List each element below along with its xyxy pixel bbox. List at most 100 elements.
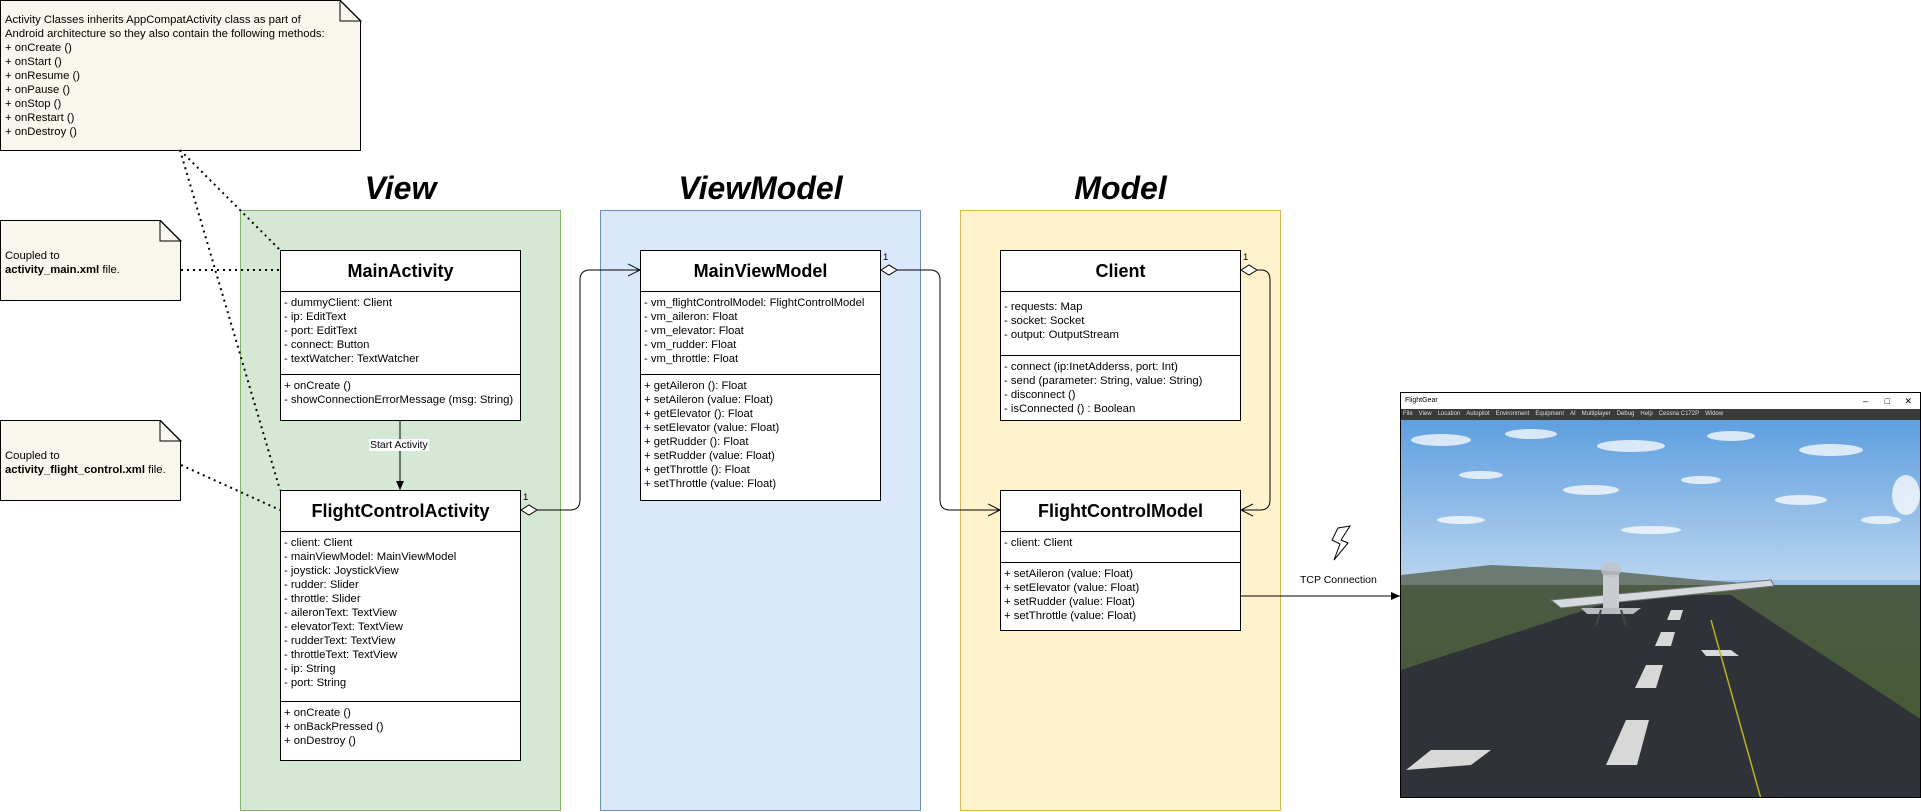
aggregation-diamond <box>880 264 898 276</box>
class-method: + onCreate () <box>284 707 351 719</box>
flightgear-menubar: File View Location Autopilot Environment Equi… <box>1401 409 1920 420</box>
class-method: + onCreate () <box>284 380 351 392</box>
client-class[interactable]: Client - requests: Map - socket: Socket - … <box>1000 250 1241 421</box>
maximize-icon[interactable]: □ <box>1884 396 1890 406</box>
runway-centerline-yellow <box>1710 619 1762 797</box>
main-view-model-class[interactable]: MainViewModel - vm_flightControlModel: F… <box>640 250 881 501</box>
note-fold <box>339 0 362 22</box>
class-attribute: - throttleText: TextView <box>284 649 398 661</box>
class-method: - send (parameter: String, value: String… <box>1004 375 1203 387</box>
model-title: Model <box>1074 170 1167 206</box>
activity-lifecycle-note[interactable]: Activity Classes inherits AppCompatActiv… <box>0 0 361 151</box>
class-attribute: - ip: EditText <box>284 311 347 323</box>
class-method: + getThrottle (): Float <box>644 464 750 476</box>
class-method: + getAileron (): Float <box>644 380 747 392</box>
class-name: MainActivity <box>281 251 520 292</box>
flight-control-activity-class[interactable]: FlightControlActivity - client: Client- … <box>280 490 521 761</box>
viewmodel-to-flight-model <box>896 269 1000 510</box>
note-line: + onCreate () <box>5 42 72 54</box>
class-method: + setElevator (value: Float) <box>1004 582 1140 594</box>
flight-xml-suffix: file. <box>145 464 166 476</box>
class-methods: - connect (ip:InetAdderss, port: Int) - s… <box>1001 355 1240 420</box>
flightgear-window[interactable]: FlightGear – □ ✕ File View Location Autopil… <box>1400 392 1921 798</box>
class-name: Client <box>1001 251 1240 292</box>
menu-item[interactable]: Help <box>1640 411 1653 417</box>
menu-item[interactable]: Equipment <box>1535 411 1564 417</box>
class-attribute: - vm_aileron: Float <box>644 311 738 323</box>
main-xml-file-name: activity_main.xml <box>5 264 100 276</box>
class-method: + setAileron (value: Float) <box>1004 568 1134 580</box>
note-line: + onStop () <box>5 98 62 110</box>
class-method: - connect (ip:InetAdderss, port: Int) <box>1004 361 1178 373</box>
aggregation-diamond <box>1240 264 1258 276</box>
runway <box>1401 595 1920 797</box>
class-attribute: - client: Client <box>1004 537 1073 549</box>
main-activity-class[interactable]: MainActivity - dummyClient: Client- ip: … <box>280 250 521 421</box>
class-attribute: - aileronText: TextView <box>284 607 397 619</box>
menu-item[interactable]: Environment <box>1495 411 1530 417</box>
note-line: + onPause () <box>5 84 70 96</box>
menu-item[interactable]: Location <box>1437 411 1461 417</box>
class-attribute: - socket: Socket <box>1004 315 1085 327</box>
class-method: + setThrottle (value: Float) <box>1004 610 1137 622</box>
class-attribute: - mainViewModel: MainViewModel <box>284 551 457 563</box>
class-methods: + onCreate ()+ onBackPressed ()+ onDestr… <box>281 701 520 752</box>
class-method: + getElevator (): Float <box>644 408 753 420</box>
class-attribute: - vm_elevator: Float <box>644 325 744 337</box>
class-attribute: - joystick: JoystickView <box>284 565 399 577</box>
multiplicity-label: 1 <box>1243 252 1249 263</box>
window-titlebar: FlightGear – □ ✕ <box>1401 393 1920 409</box>
menu-item[interactable]: AI <box>1570 411 1576 417</box>
tcp-connection-label: TCP Connection <box>1300 574 1377 586</box>
class-attributes: - client: Client <box>1001 532 1240 562</box>
class-method: - showConnectionErrorMessage (msg: Strin… <box>284 394 514 406</box>
class-attribute: - client: Client <box>284 537 353 549</box>
note-fold <box>159 220 182 242</box>
start-activity-label: Start Activity <box>369 439 429 451</box>
class-method: + setElevator (value: Float) <box>644 422 780 434</box>
note-fold <box>159 420 182 442</box>
flight-scene <box>1401 420 1920 797</box>
menu-item[interactable]: Multiplayer <box>1581 411 1611 417</box>
window-title: FlightGear <box>1405 397 1438 404</box>
class-name: FlightControlModel <box>1001 491 1240 532</box>
class-attribute: - vm_flightControlModel: FlightControlMo… <box>644 297 865 309</box>
main-xml-note-prefix: Coupled to <box>5 250 60 262</box>
class-attribute: - vm_throttle: Float <box>644 353 739 365</box>
aggregation-diamond <box>520 504 538 516</box>
close-icon[interactable]: ✕ <box>1904 396 1912 406</box>
note-lines: Activity Classes inherits AppCompatActiv… <box>5 5 356 139</box>
note-line: + onRestart () <box>5 112 75 124</box>
class-attribute: - requests: Map <box>1004 301 1083 313</box>
class-method: + getRudder (): Float <box>644 436 749 448</box>
class-method: + setAileron (value: Float) <box>644 394 774 406</box>
minimize-icon[interactable]: – <box>1862 396 1868 406</box>
flight-control-model-class[interactable]: FlightControlModel - client: Client + se… <box>1000 490 1241 631</box>
menu-item[interactable]: Autopilot <box>1466 411 1490 417</box>
class-attributes: - requests: Map- socket: Socket- output:… <box>1001 292 1240 355</box>
class-attributes: - client: Client - mainViewModel: MainVie… <box>281 532 520 701</box>
menu-item[interactable]: Widow <box>1705 411 1724 417</box>
flight-xml-file-name: activity_flight_control.xml <box>5 464 145 476</box>
class-attribute: - ip: String <box>284 663 336 675</box>
menu-item[interactable]: View <box>1418 411 1432 417</box>
flight-activity-to-viewmodel <box>536 270 640 511</box>
main-xml-suffix: file. <box>99 264 120 276</box>
class-name: FlightControlActivity <box>281 491 520 532</box>
menu-item[interactable]: Debug <box>1616 411 1635 417</box>
class-method: + setRudder (value: Float) <box>1004 596 1135 608</box>
menu-item[interactable]: File <box>1403 411 1413 417</box>
class-methods: + getAileron (): Float + setAileron (valu… <box>641 374 880 495</box>
class-attribute: - vm_rudder: Float <box>644 339 737 351</box>
note-line: Activity Classes inherits AppCompatActiv… <box>5 14 301 26</box>
client-to-flight-model <box>1241 269 1271 510</box>
class-attributes: - vm_flightControlModel: FlightControlMo… <box>641 292 880 374</box>
note-link-flight-activity <box>179 149 281 491</box>
note-link-flight-xml <box>180 464 281 511</box>
menu-item[interactable]: Cessna C172P <box>1658 411 1700 417</box>
class-attribute: - throttle: Slider <box>284 593 361 605</box>
multiplicity-label: 1 <box>883 252 889 263</box>
main-xml-note[interactable]: Coupled to activity_main.xml file. <box>0 220 181 301</box>
flight-xml-note[interactable]: Coupled to activity_flight_control.xml f… <box>0 420 181 501</box>
